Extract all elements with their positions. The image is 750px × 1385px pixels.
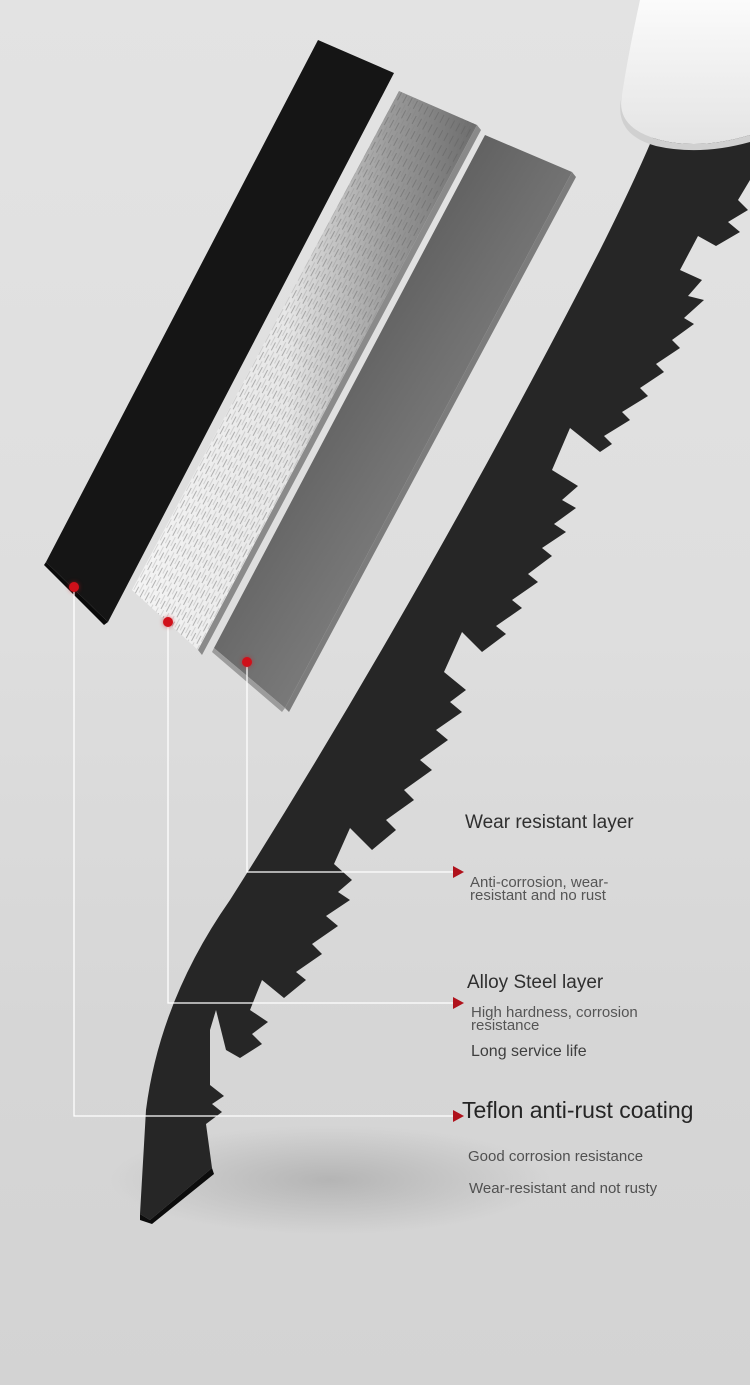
layer-benefit: Wear-resistant and not rusty <box>469 1180 658 1197</box>
teflon-layer-plate <box>44 40 394 625</box>
hotspot-teflon-dot[interactable] <box>69 582 79 592</box>
saw-shadow <box>110 1125 550 1235</box>
hotspot-alloy-steel-dot[interactable] <box>163 617 173 627</box>
leader-line-wear-resistant <box>246 662 455 873</box>
layer-benefit: Long service life <box>471 1043 587 1060</box>
leader-lines <box>73 587 455 1117</box>
leader-line-teflon <box>73 587 455 1117</box>
layer-title: Alloy Steel layer <box>467 972 604 993</box>
layer-title: Wear resistant layer <box>465 812 634 833</box>
saw-blade <box>140 90 750 1224</box>
layer-description: resistant and no rust <box>470 887 606 904</box>
saw-handle <box>620 0 750 151</box>
layer-benefit: Good corrosion resistance <box>468 1148 644 1165</box>
layer-description: resistance <box>471 1017 540 1034</box>
wear-resistant-layer-plate <box>212 135 576 712</box>
hotspot-wear-resistant-dot[interactable] <box>242 657 252 667</box>
arrow-marker-alloy-steel <box>453 997 464 1009</box>
layer-description: High hardness, corrosion <box>471 1004 638 1021</box>
arrow-marker-wear-resistant <box>453 866 464 878</box>
alloy-steel-layer-plate <box>132 91 481 655</box>
arrow-marker-teflon <box>453 1110 464 1122</box>
layer-title: Teflon anti-rust coating <box>462 1097 694 1123</box>
layer-description: Anti-corrosion, wear- <box>470 874 609 891</box>
leader-line-alloy-steel <box>167 622 455 1004</box>
